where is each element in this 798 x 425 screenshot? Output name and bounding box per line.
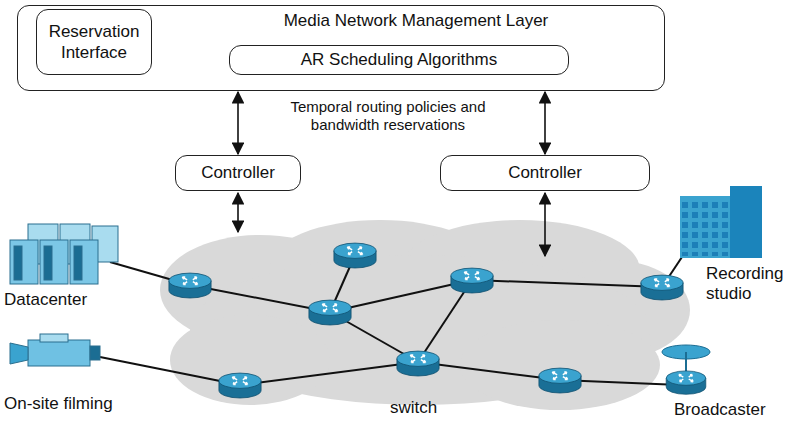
- controller-box: Controller: [175, 155, 301, 191]
- router-icons: [169, 243, 683, 398]
- policy-label: Temporal routing policies and bandwidth …: [280, 98, 496, 134]
- control-arrow: [237, 193, 239, 232]
- site-label: Broadcaster: [674, 400, 794, 420]
- node-text: Reservation Interface: [43, 21, 145, 64]
- interface-box: Reservation Interface: [36, 9, 152, 75]
- node-text: Media Network Management Layer: [284, 10, 549, 31]
- satellite-dish-icon: [662, 345, 710, 394]
- network-links: [100, 245, 690, 385]
- node-text: AR Scheduling Algorithms: [301, 49, 498, 70]
- node-text: Controller: [508, 162, 582, 183]
- management-layer-box: Media Network Management LayerReservatio…: [17, 5, 665, 91]
- network-cloud: [160, 220, 690, 410]
- site-label: Datacenter: [4, 290, 114, 310]
- building-icon: [680, 186, 762, 258]
- node-text: Controller: [201, 162, 275, 183]
- controller-box: Controller: [440, 155, 650, 191]
- control-arrow: [237, 92, 239, 154]
- switch-label: switch: [390, 398, 460, 418]
- control-arrow: [544, 92, 546, 154]
- site-label: Recording studio: [706, 264, 794, 305]
- datacenter-icon: [10, 224, 118, 284]
- control-arrow: [544, 193, 546, 256]
- camera-icon: [10, 334, 100, 366]
- site-label: On-site filming: [4, 394, 144, 414]
- algorithm-box: AR Scheduling Algorithms: [229, 45, 569, 75]
